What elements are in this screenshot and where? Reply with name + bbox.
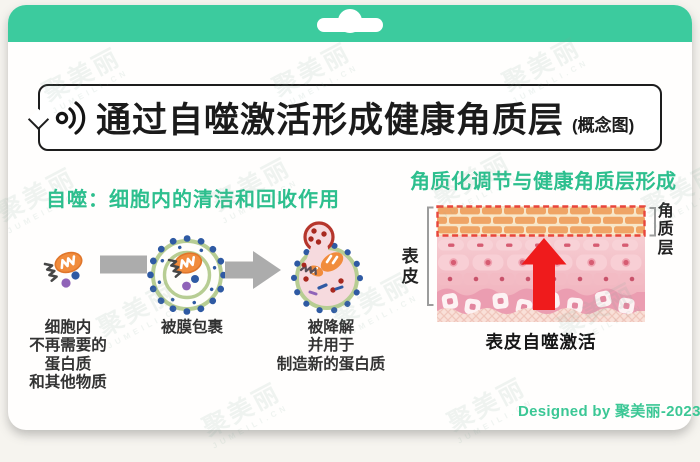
keratin-section-heading: 角质化调节与健康角质层形成 [410, 171, 677, 193]
skin-caption: 表皮自噬激活 [485, 332, 597, 352]
hang-tab-slot-icon [317, 18, 383, 32]
footer-credit: Designed by 聚美丽-2023 [518, 403, 700, 420]
stage2-label: 被膜包裹 [160, 319, 223, 336]
degrade-arrow [225, 251, 281, 289]
stratum-corneum-label: 角质层 [657, 203, 674, 257]
dashed-highlight-border [436, 205, 646, 237]
title-box: 通过自噬激活形成健康角质层 (概念图) [27, 84, 662, 151]
activation-arrow-icon [521, 238, 567, 310]
stage3-label: 被降解 并用于 制造新的蛋白质 [276, 319, 386, 373]
cargo-group [43, 249, 84, 288]
autophagy-section-heading: 自噬：细胞内的清洁和回收作用 [46, 189, 340, 211]
corneum-bracket [649, 207, 656, 237]
page-subtitle: (概念图) [572, 116, 635, 135]
skin-diagram [427, 205, 656, 322]
autolysosome-group [291, 221, 363, 314]
autophagy-diagram [43, 221, 363, 315]
autophagosome-group [147, 235, 227, 315]
epidermis-bracket [427, 206, 434, 306]
stage1-label: 细胞内 不再需要的 蛋白质 和其他物质 [29, 319, 107, 391]
stratum-corneum-layer [436, 205, 646, 237]
page-title: 通过自噬激活形成健康角质层 [96, 101, 565, 140]
epidermis-label: 表皮 [401, 247, 419, 286]
megaphone-icon [55, 100, 86, 135]
engulf-arrow [100, 255, 147, 274]
